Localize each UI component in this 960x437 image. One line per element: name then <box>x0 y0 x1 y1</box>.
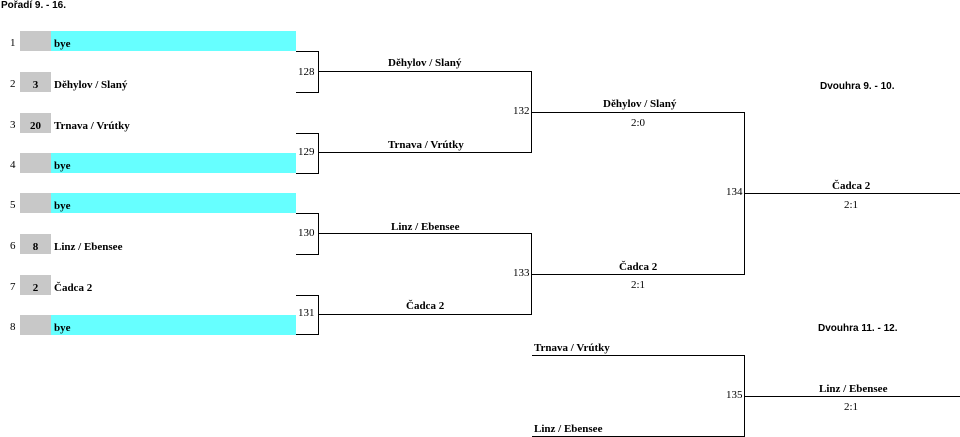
bye-slot: bye <box>51 153 296 173</box>
match-score: 2:1 <box>631 279 646 291</box>
playoff-bottom-team: Linz / Ebensee <box>534 423 603 435</box>
connector-line <box>745 193 960 194</box>
bye-slot: bye <box>51 31 296 51</box>
bye-slot: bye <box>51 315 296 335</box>
slot-position: 4 <box>10 159 16 171</box>
seed-box: 3 <box>20 72 51 92</box>
team-name: Čadca 2 <box>54 282 93 294</box>
connector-line <box>319 314 532 315</box>
match-winner: Čadca 2 <box>619 261 658 273</box>
match-number: 131 <box>298 307 315 319</box>
connector-line <box>531 71 532 153</box>
match-number: 134 <box>726 186 743 198</box>
connector-line <box>296 51 319 52</box>
match-winner: Děhylov / Slaný <box>603 98 677 110</box>
match-number: 128 <box>298 66 315 78</box>
connector-line <box>319 71 532 72</box>
slot-position: 1 <box>10 37 16 49</box>
match-number: 129 <box>298 146 315 158</box>
playoff-top-team: Trnava / Vrútky <box>534 342 610 354</box>
match-winner: Čadca 2 <box>832 180 871 192</box>
connector-line <box>745 396 960 397</box>
connector-line <box>318 213 319 255</box>
connector-line <box>318 51 319 93</box>
match-winner: Linz / Ebensee <box>391 221 460 233</box>
slot-position: 3 <box>10 119 16 131</box>
seed-box: 8 <box>20 234 51 254</box>
seed-box <box>20 153 51 173</box>
playoff-label-11-12: Dvouhra 11. - 12. <box>818 323 898 334</box>
seed-box: 2 <box>20 275 51 295</box>
connector-line <box>296 133 319 134</box>
connector-line <box>296 92 319 93</box>
match-winner: Čadca 2 <box>406 300 445 312</box>
match-number: 133 <box>513 267 530 279</box>
connector-line <box>531 233 532 315</box>
seed-box <box>20 315 51 335</box>
page-title: Pořadí 9. - 16. <box>1 0 67 11</box>
match-score: 2:0 <box>631 117 646 129</box>
match-winner: Děhylov / Slaný <box>388 57 462 69</box>
connector-line <box>296 254 319 255</box>
match-number: 135 <box>726 389 743 401</box>
connector-line <box>744 112 745 275</box>
playoff-label-9-10: Dvouhra 9. - 10. <box>820 81 895 92</box>
seed-box <box>20 31 51 51</box>
match-score: 2:1 <box>844 401 859 413</box>
connector-line <box>296 295 319 296</box>
connector-line <box>319 233 532 234</box>
slot-position: 6 <box>10 240 16 252</box>
team-name: Trnava / Vrútky <box>54 120 130 132</box>
slot-position: 8 <box>10 321 16 333</box>
connector-line <box>296 213 319 214</box>
match-number: 130 <box>298 227 315 239</box>
seed-box <box>20 193 51 213</box>
slot-position: 2 <box>10 78 16 90</box>
slot-position: 7 <box>10 281 16 293</box>
match-score: 2:1 <box>844 199 859 211</box>
connector-line <box>318 295 319 335</box>
seed-box: 20 <box>20 113 51 133</box>
connector-line <box>296 173 319 174</box>
slot-position: 5 <box>10 199 16 211</box>
match-winner: Linz / Ebensee <box>819 383 888 395</box>
connector-line <box>744 355 745 437</box>
connector-line <box>296 334 319 335</box>
connector-line <box>319 152 532 153</box>
bye-slot: bye <box>51 193 296 213</box>
connector-line <box>532 274 745 275</box>
connector-line <box>318 133 319 174</box>
connector-line <box>532 355 745 356</box>
connector-line <box>532 112 745 113</box>
match-winner: Trnava / Vrútky <box>388 139 464 151</box>
match-number: 132 <box>513 105 530 117</box>
team-name: Linz / Ebensee <box>54 241 123 253</box>
team-name: Děhylov / Slaný <box>54 79 128 91</box>
